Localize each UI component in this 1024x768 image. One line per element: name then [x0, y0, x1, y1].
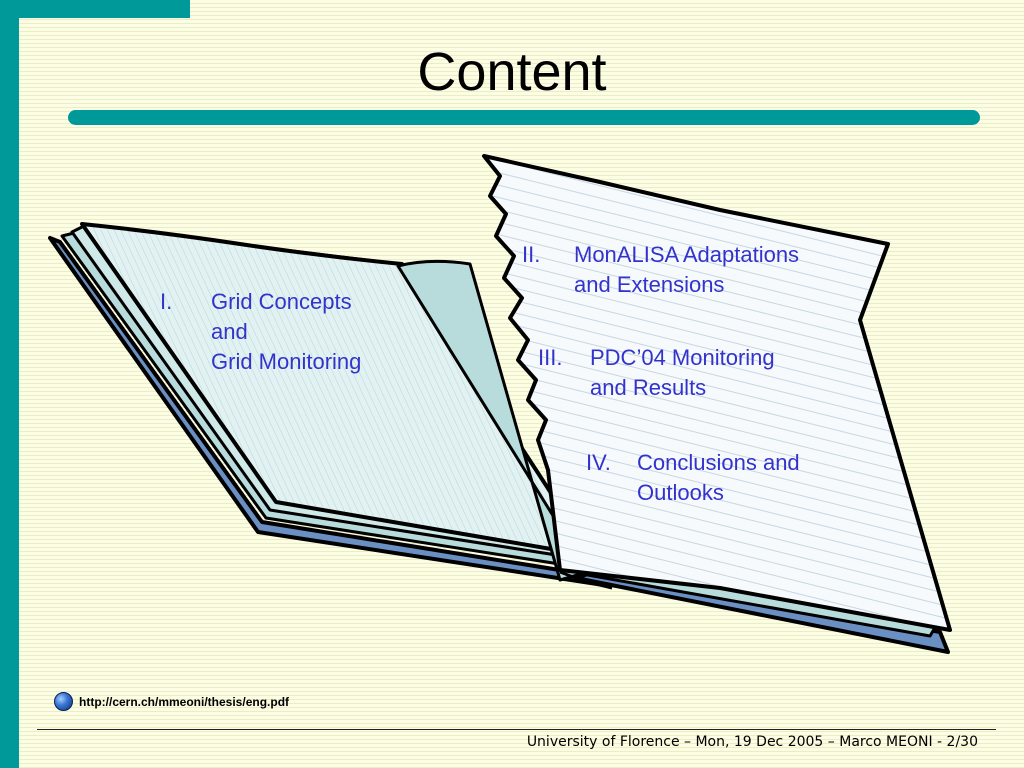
footer-divider [37, 729, 996, 730]
thesis-link[interactable]: http://cern.ch/mmeoni/thesis/eng.pdf [79, 694, 290, 709]
title-underline [68, 110, 980, 125]
reference-link-row: http://cern.ch/mmeoni/thesis/eng.pdf [54, 692, 289, 711]
item-number: IV. [586, 450, 611, 475]
slide-title: Content [417, 42, 607, 102]
slide-footer: University of Florence – Mon, 19 Dec 200… [526, 734, 978, 750]
item-text-line: and Results [590, 375, 707, 400]
item-number: III. [538, 345, 563, 370]
item-number: I. [160, 289, 173, 314]
left-accent-bar [0, 0, 19, 768]
item-text-line: PDC’04 Monitoring [590, 345, 775, 370]
content-item-3: III. PDC’04 Monitoring and Results [538, 343, 830, 403]
content-item-4: IV. Conclusions and Outlooks [586, 448, 857, 508]
item-text-line: Grid Monitoring [211, 349, 362, 374]
content-item-2: II. MonALISA Adaptations and Extensions [522, 240, 854, 300]
item-text-line: and Extensions [574, 272, 725, 297]
globe-icon [54, 692, 73, 711]
item-number: II. [522, 242, 541, 267]
item-text-line: Grid Concepts [211, 289, 352, 314]
content-item-1: I. Grid Concepts and Grid Monitoring [160, 287, 401, 377]
item-text-line: Conclusions and [637, 450, 800, 475]
top-accent-tab [0, 0, 190, 18]
item-text-line: Outlooks [637, 480, 724, 505]
item-text-line: and [211, 319, 248, 344]
item-text-line: MonALISA Adaptations [574, 242, 800, 267]
